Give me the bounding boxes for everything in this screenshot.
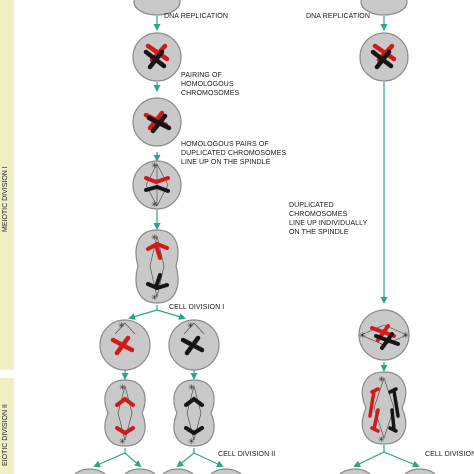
cell-homologous-lineup: ✳ ✳ (132, 160, 182, 210)
label-homologous-line-2: DUPLICATED CHROMOSOMES (181, 150, 287, 157)
label-duplicated-line-4: ON THE SPINDLE (289, 229, 349, 236)
svg-text:✳: ✳ (402, 331, 409, 340)
svg-text:✳: ✳ (151, 200, 158, 209)
cell-anaphase-i: ✳ ✳ (135, 229, 179, 304)
label-duplicated-line-3: LINE UP INDIVIDUALLY (289, 220, 368, 227)
label-duplicated-line-2: CHROMOSOMES (289, 211, 348, 218)
arrows-right (353, 16, 420, 468)
side-bar-meiotic-division-1 (0, 0, 14, 370)
svg-text:✳: ✳ (151, 233, 158, 242)
cell-division-ii-red: ✳ ✳ (104, 379, 146, 447)
svg-text:✳: ✳ (359, 331, 366, 340)
cell-top-left (133, 0, 181, 16)
label-homologous-line-1: HOMOLOGOUS PAIRS OF (181, 141, 269, 148)
cell-division-ii-black: ✳ ✳ (173, 379, 215, 447)
bottom-cells (74, 468, 436, 474)
svg-text:✳: ✳ (378, 435, 385, 444)
side-bar-meiotic-division-2 (0, 378, 14, 474)
cell-top-right (360, 0, 408, 16)
cell-replicated-left (132, 32, 182, 82)
label-dna-replication-right: DNA REPLICATION (306, 13, 370, 20)
svg-text:✳: ✳ (119, 437, 126, 446)
label-pairing-line-2: HOMOLOGOUS (181, 81, 234, 88)
svg-text:✳: ✳ (151, 161, 158, 170)
arrows-left (93, 16, 224, 468)
svg-text:✳: ✳ (378, 375, 385, 384)
cell-daughter-black: ✳ (168, 319, 220, 371)
cell-replicated-right (359, 32, 409, 82)
label-cell-division-2-left: CELL DIVISION II (218, 451, 276, 458)
label-cell-division-2-right: CELL DIVISION (425, 451, 474, 458)
svg-text:✳: ✳ (118, 321, 125, 330)
svg-text:✳: ✳ (187, 321, 194, 330)
label-pairing-line-1: PAIRING OF (181, 72, 222, 79)
label-cell-division-1: CELL DIVISION I (169, 304, 225, 311)
label-homologous-line-3: LINE UP ON THE SPINDLE (181, 159, 271, 166)
svg-text:✳: ✳ (188, 383, 195, 392)
svg-text:✳: ✳ (188, 437, 195, 446)
cell-individual-lineup: ✳ ✳ (358, 309, 410, 361)
cell-anaphase-right: ✳ ✳ (361, 371, 407, 445)
cell-daughter-red: ✳ (99, 319, 151, 371)
svg-text:✳: ✳ (119, 383, 126, 392)
cell-pairing (132, 97, 182, 147)
label-pairing-line-3: CHROMOSOMES (181, 90, 240, 97)
label-dna-replication-left: DNA REPLICATION (164, 13, 228, 20)
svg-text:✳: ✳ (151, 293, 158, 302)
label-duplicated-line-1: DUPLICATED (289, 202, 334, 209)
